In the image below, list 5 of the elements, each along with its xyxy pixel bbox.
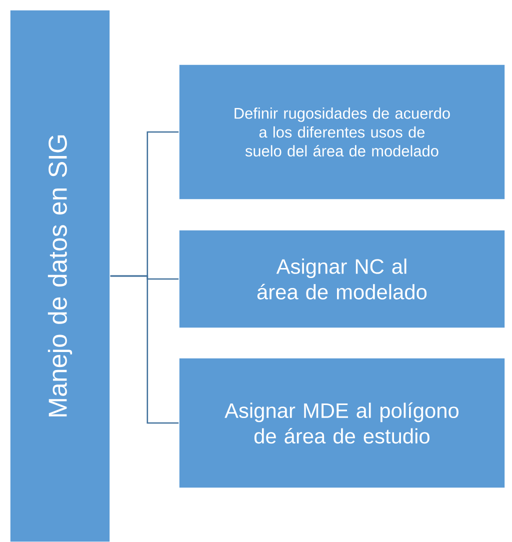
title-box: Manejo de datos en SIG [10, 10, 110, 542]
connector [110, 275, 179, 424]
process-box: Definir rugosidades de acuerdo a los diferentes usos de suelo del área de modelado [178, 64, 506, 200]
process-box: Asignar NC al área de modelado [178, 230, 506, 328]
process-box: Asignar MDE al polígono de área de estudio [178, 358, 506, 488]
